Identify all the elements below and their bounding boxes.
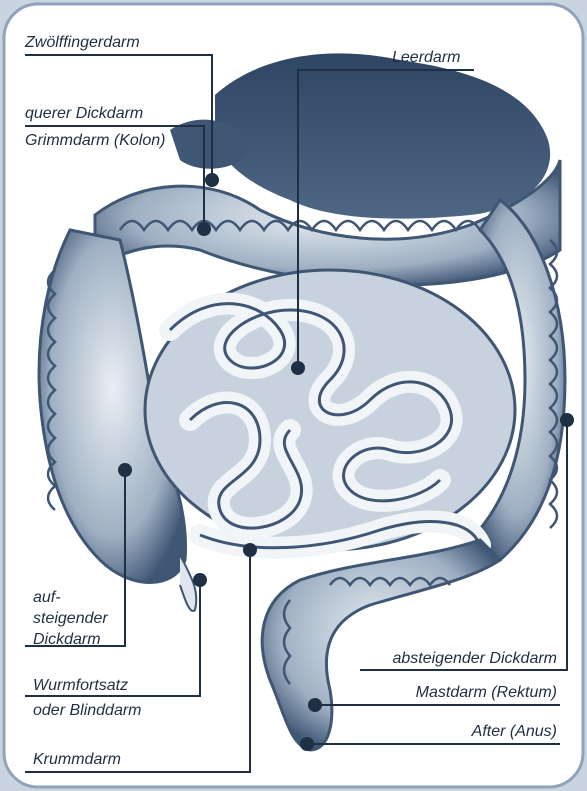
- label-blinddarm: oder Blinddarm: [33, 700, 142, 722]
- label-mastdarm: Mastdarm (Rektum): [416, 682, 557, 704]
- dot-krummdarm: [243, 543, 257, 557]
- label-steigender: steigender: [33, 608, 108, 630]
- dot-after: [300, 737, 314, 751]
- label-wurmfortsatz: Wurmfortsatz: [33, 675, 128, 697]
- label-grimmdarm: Grimmdarm (Kolon): [25, 130, 165, 152]
- dot-zwoelffingerdarm: [205, 173, 219, 187]
- label-zwoelffingerdarm: Zwölffingerdarm: [25, 32, 140, 54]
- label-after: After (Anus): [472, 721, 557, 743]
- dot-leerdarm: [291, 361, 305, 375]
- label-querer-dickdarm: querer Dickdarm: [25, 103, 143, 125]
- label-auf: auf-: [33, 587, 61, 609]
- dot-aufsteigender-dickdarm: [118, 463, 132, 477]
- label-leerdarm: Leerdarm: [392, 47, 460, 69]
- dot-querer-dickdarm: [197, 222, 211, 236]
- dot-mastdarm: [308, 698, 322, 712]
- dot-wurmfortsatz: [193, 573, 207, 587]
- dot-absteigender-dickdarm: [560, 413, 574, 427]
- label-dickdarm: Dickdarm: [33, 629, 101, 651]
- label-krummdarm: Krummdarm: [33, 749, 121, 771]
- label-absteigender-dickdarm: absteigender Dickdarm: [392, 648, 557, 670]
- small-intestine-shape: [145, 270, 515, 550]
